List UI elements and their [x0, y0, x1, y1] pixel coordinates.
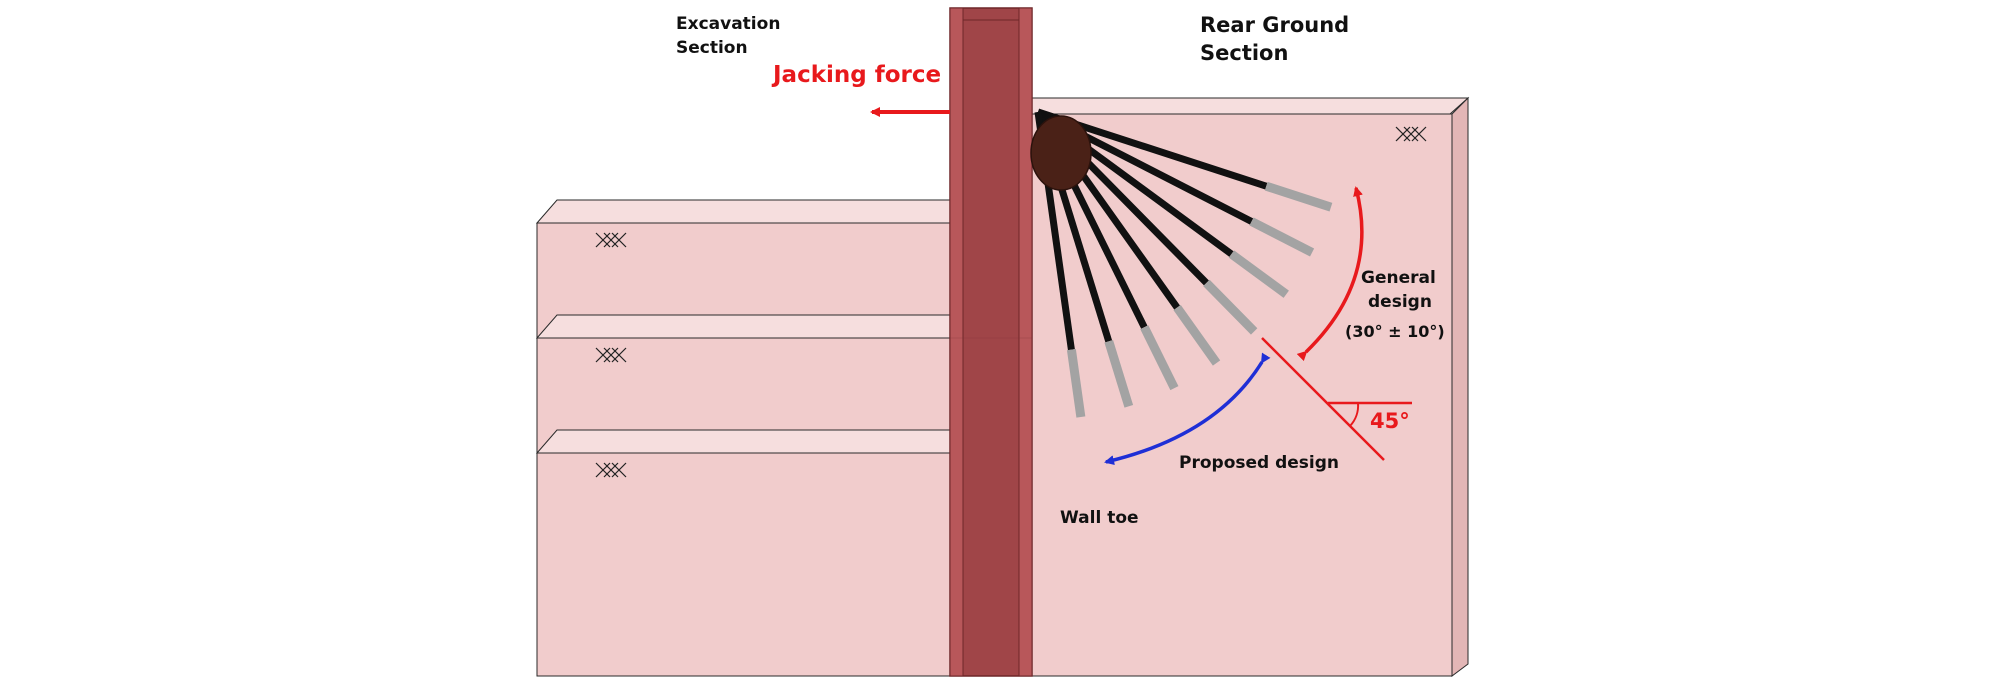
hatch-mark-icon — [595, 347, 627, 363]
reference-45-line — [1261, 337, 1385, 461]
angle-45-label: 45° — [1370, 409, 1410, 433]
general-design-range-label: (30° ± 10°) — [1345, 322, 1445, 341]
general-design-label-1: General — [1361, 268, 1436, 288]
rear-ground-section-label-1: Rear Ground — [1200, 13, 1349, 37]
rear-ground-section-label-2: Section — [1200, 41, 1288, 65]
hatch-mark-icon — [595, 462, 627, 478]
hatch-mark-icon — [595, 232, 627, 248]
proposed-design-label: Proposed design — [1179, 453, 1339, 473]
proposed-design-arc — [1104, 352, 1271, 466]
general-design-arc — [1296, 186, 1364, 362]
steel-h-pile — [949, 7, 1033, 677]
wall-toe-label: Wall toe — [1060, 508, 1139, 528]
anchor-grout-body — [1066, 349, 1086, 418]
excavation-step-lower — [535, 429, 951, 454]
angle-arc-45 — [1349, 402, 1360, 427]
excavation-section-label-1: Excavation — [676, 14, 780, 34]
waler-beam — [1030, 115, 1092, 191]
anchor-grout-body — [1203, 279, 1258, 335]
hatch-mark-icon — [1395, 126, 1427, 142]
excavation-section-label-2: Section — [676, 38, 748, 58]
anchor-grout-body — [1228, 250, 1289, 298]
jacking-force-label: Jacking force — [771, 62, 941, 88]
excavation-step-middle — [535, 314, 951, 339]
general-design-label-2: design — [1368, 292, 1432, 312]
